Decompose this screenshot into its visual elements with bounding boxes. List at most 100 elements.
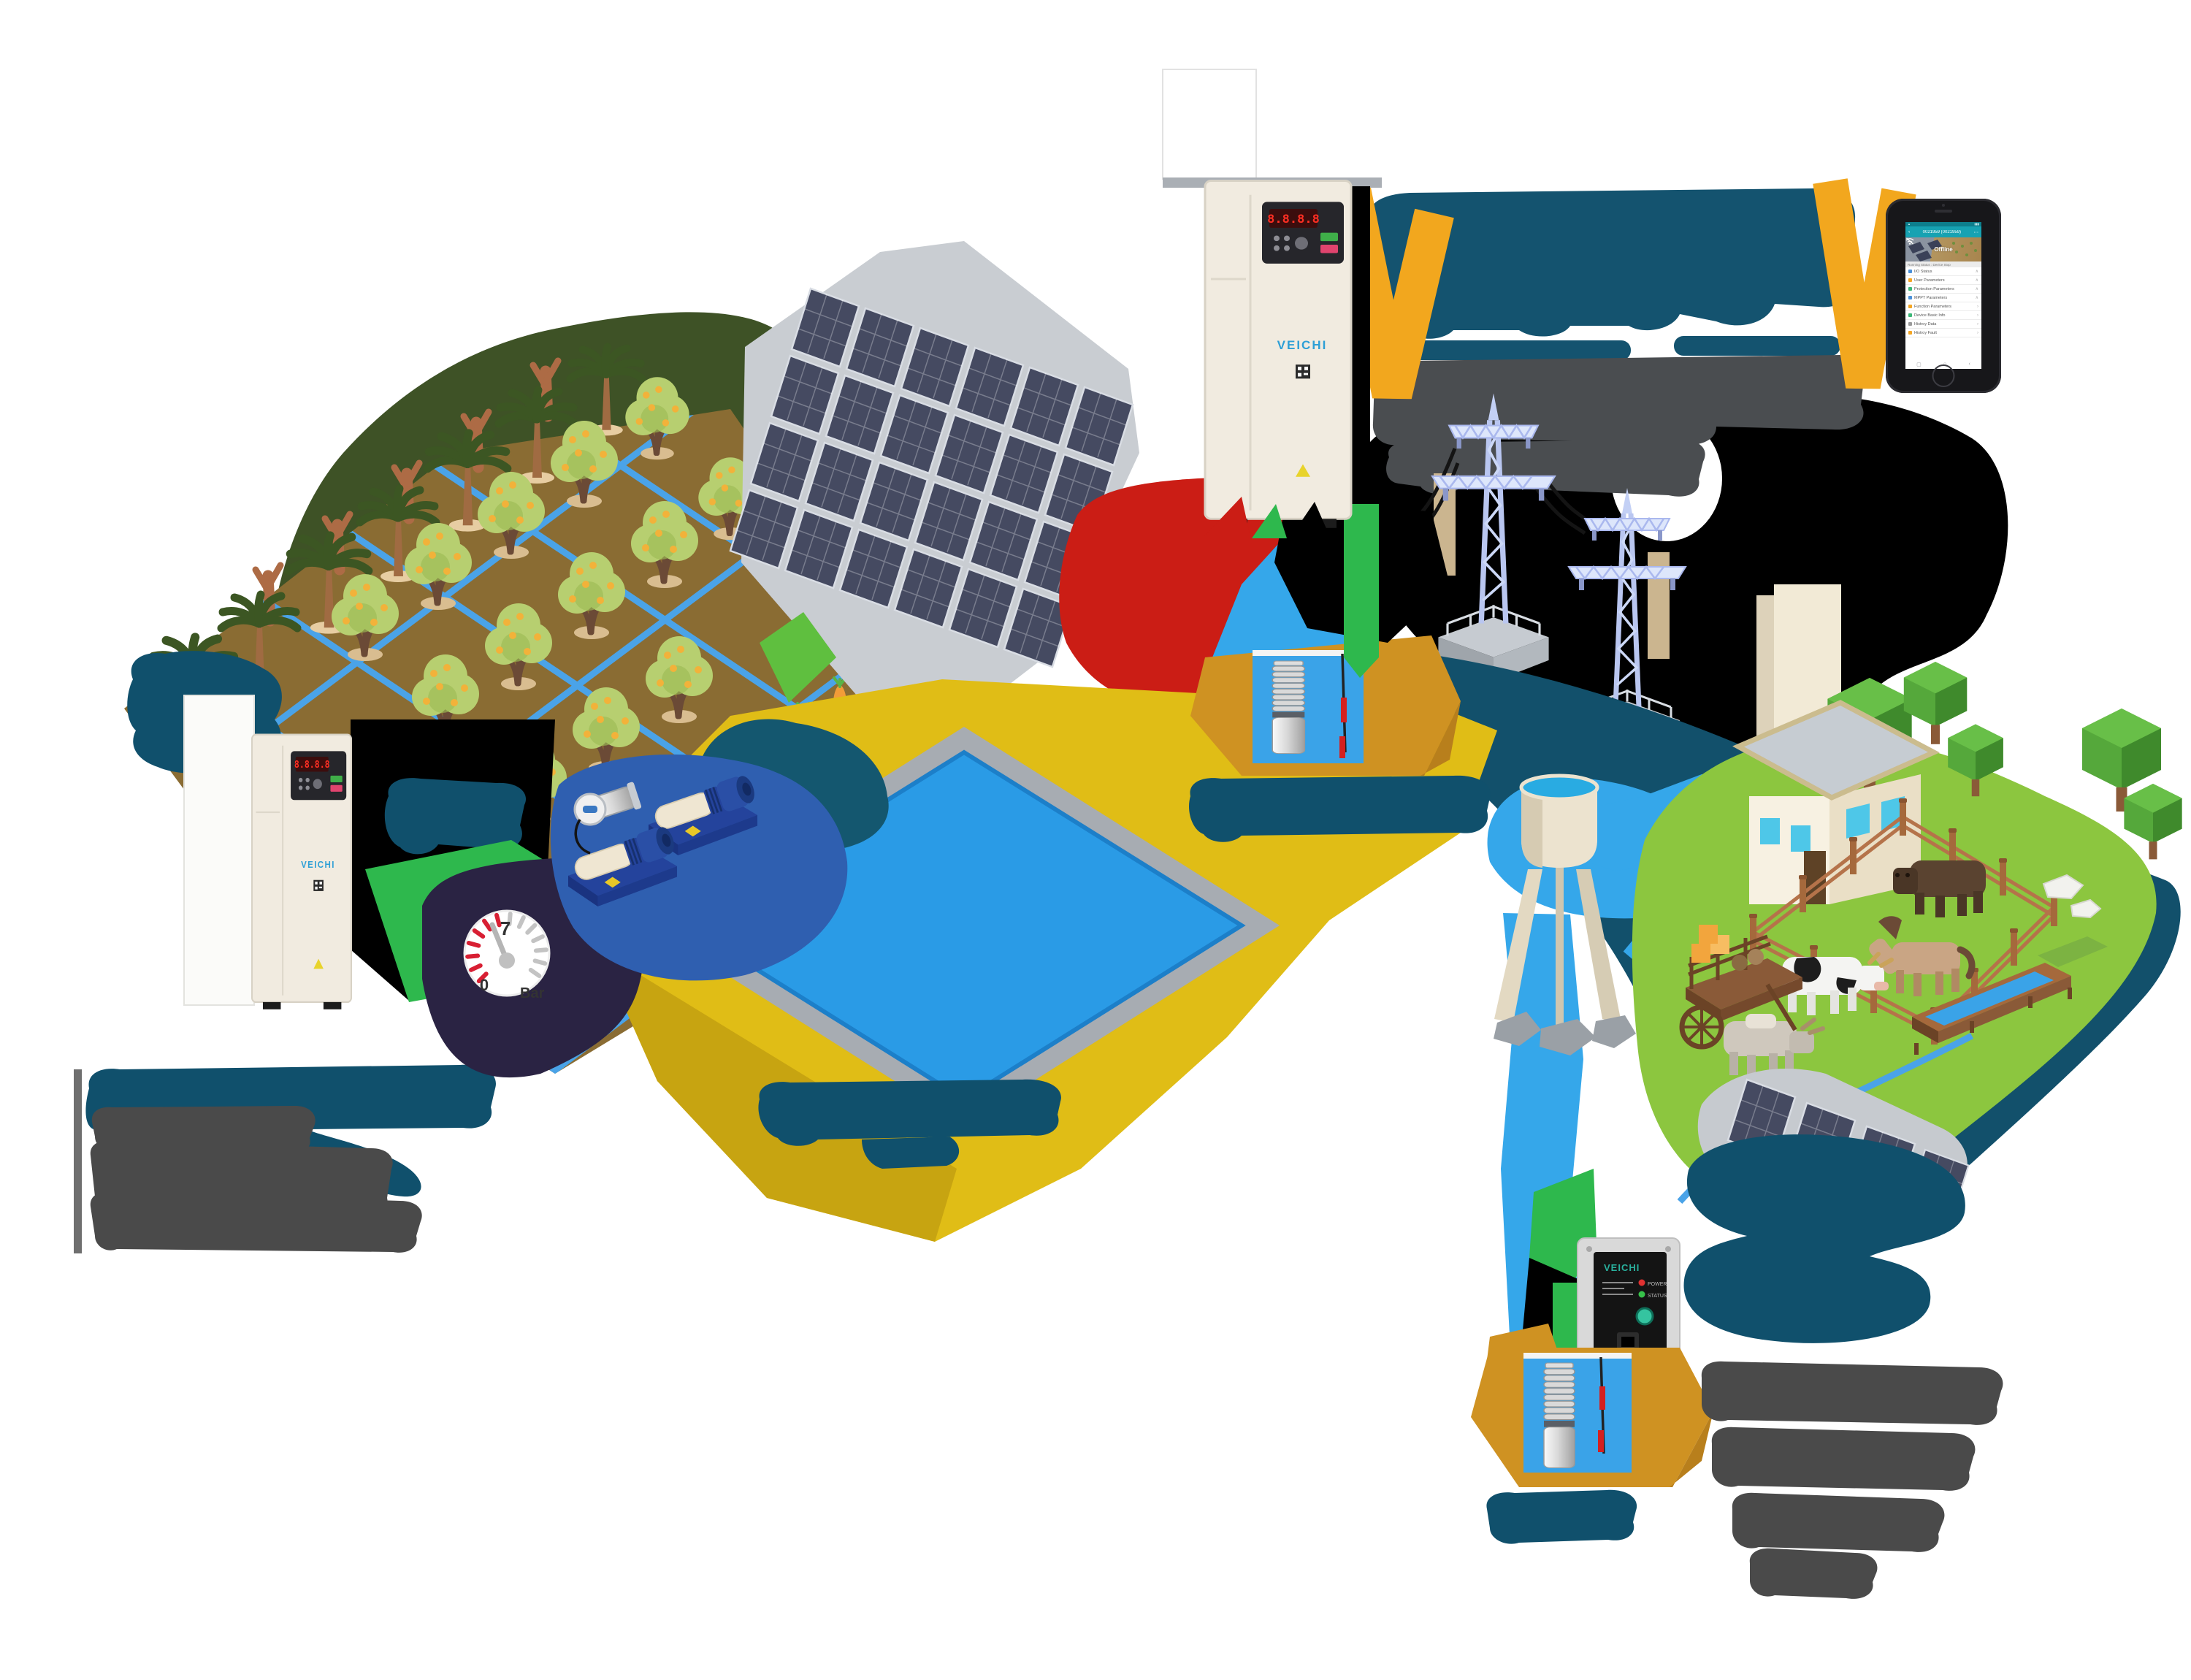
app-list-item[interactable]: MPPT Parameters ∧: [1905, 294, 1981, 302]
app-list-item[interactable]: Histroy Fault ›: [1905, 329, 1981, 337]
list-item-label: Histroy Fault: [1914, 330, 1937, 335]
main-inverter-group: [1162, 69, 1450, 678]
farm-house: [1732, 584, 2003, 904]
homestead-group: VEICHI POWER STATUS: [1471, 584, 2182, 1599]
app-list-item[interactable]: Function Parameters ›: [1905, 302, 1981, 311]
device-id-title: 0021959 (0021959): [1922, 229, 1962, 234]
list-item-label: Protection Parameters: [1914, 286, 1954, 291]
controller-logo: VEICHI: [1604, 1262, 1640, 1273]
well-1: [1190, 635, 1461, 776]
list-item-label: User Parameters: [1914, 278, 1945, 283]
subtitle-blob: [1674, 336, 1840, 356]
chevron-icon: ›: [1977, 304, 1978, 309]
home-button[interactable]: ○: [1943, 362, 1947, 367]
inverter-cabinet-main: [1204, 180, 1353, 530]
wall-slab: [1162, 69, 1257, 180]
cow: [1782, 952, 1894, 1015]
chevron-icon: ›: [1977, 330, 1978, 335]
power-led-label: POWER: [1648, 1282, 1667, 1287]
list-item-icon: [1908, 331, 1912, 335]
well-water: [1253, 654, 1364, 763]
controller-button: [1635, 1307, 1654, 1326]
well-soil-shade: [1420, 701, 1461, 776]
caption-blob-teal-bottomright: [1683, 1134, 1965, 1343]
headline-blob: [1366, 188, 1859, 339]
water-tower: [1494, 774, 1636, 1055]
grass-strip: [760, 612, 836, 703]
pump-set-group: [550, 754, 848, 981]
status-led-label: STATUS: [1648, 1294, 1667, 1299]
gauge-ticks-red: [465, 912, 502, 984]
chevron-icon: ∧: [1975, 295, 1978, 300]
hero-art: [1908, 240, 1977, 261]
running-status-bar: Running Status : Device Stop: [1905, 261, 1981, 267]
well-water: [1523, 1357, 1632, 1473]
cable-marker: [1598, 1430, 1604, 1452]
horse: [1869, 916, 1976, 996]
pressure-gauge: 7 0 Bar: [463, 909, 551, 1001]
device-photo: Offline: [1905, 237, 1981, 261]
list-item-icon: [1908, 287, 1912, 291]
green-arrow-blob: [1252, 504, 1287, 538]
gauge-max-label: 7: [500, 917, 511, 939]
list-item-icon: [1908, 313, 1912, 317]
list-item-icon: [1908, 305, 1912, 308]
cable-marker: [1599, 1386, 1605, 1410]
inverter-cabinet-left: [251, 733, 353, 1010]
caption-blob-under-well2: [1486, 1489, 1637, 1544]
earpiece-speaker: [1935, 210, 1952, 213]
gauge-min-label: 0: [480, 976, 489, 994]
red-arrow-blob: [1204, 497, 1250, 537]
list-item-label: Histroy Data: [1914, 321, 1937, 327]
recents-button[interactable]: ▢: [1916, 362, 1922, 367]
rocks: [2042, 874, 2102, 919]
phone-home-button[interactable]: [1932, 364, 1955, 387]
app-list-item[interactable]: Device Basic Info ›: [1905, 311, 1981, 320]
list-item-label: Device Basic Info: [1914, 313, 1946, 318]
back-icon[interactable]: ‹: [1908, 229, 1911, 234]
android-nav-bar: ▢ ○ ‹: [1905, 362, 1981, 367]
app-list-item[interactable]: Histroy Data ›: [1905, 320, 1981, 329]
status-led: [1638, 1291, 1645, 1298]
list-item-label: MPPT Parameters: [1914, 295, 1948, 300]
caption-blob-under-well: [1189, 775, 1491, 842]
caption-rule: [74, 1069, 82, 1253]
subtitle-blob: [1383, 340, 1631, 360]
green-cable: [1344, 504, 1379, 678]
list-item-icon: [1908, 296, 1912, 299]
hay-cart: [1679, 925, 1802, 1050]
app-list-item[interactable]: User Parameters ∧: [1905, 276, 1981, 285]
left-caption-block: [74, 1064, 496, 1253]
well-2: [1471, 1348, 1713, 1487]
list-item-icon: [1908, 270, 1912, 273]
front-camera: [1942, 204, 1945, 207]
solar-array-group: [729, 241, 1139, 730]
cable-marker: [1341, 698, 1347, 722]
list-item-label: I/O Status: [1914, 269, 1932, 274]
more-menu-icon[interactable]: ⋯: [1973, 229, 1979, 235]
cable-marker: [1339, 736, 1345, 758]
ox: [1724, 1014, 1825, 1078]
power-led: [1638, 1279, 1645, 1286]
app-screen: ▲▮▮▮ ‹ 0021959 (0021959) ⋯ Offline: [1905, 222, 1981, 369]
chevron-icon: ∧: [1975, 278, 1978, 283]
caption-blob-gray-bottomright: [1701, 1361, 2003, 1599]
water-trough: [1912, 936, 2108, 1055]
gauge-ticks-gray: [507, 912, 548, 978]
caption-blob-gray: [90, 1106, 422, 1253]
app-list-item[interactable]: I/O Status ∧: [1905, 267, 1981, 276]
gauge-unit-label: Bar: [520, 985, 545, 1001]
chevron-icon: ›: [1977, 313, 1978, 318]
caption-blob-teal-small: [384, 778, 527, 855]
cattle-pen: [1677, 798, 2108, 1204]
well-casing: [1523, 1353, 1632, 1359]
tree: [1903, 662, 1968, 744]
nav-back-button[interactable]: ‹: [1968, 362, 1970, 367]
rocks: [1494, 1012, 1636, 1055]
phone-status-bar: ▲▮▮▮: [1905, 222, 1981, 226]
app-header: ‹ 0021959 (0021959) ⋯: [1905, 226, 1981, 237]
app-list-item[interactable]: Protection Parameters ∧: [1905, 285, 1981, 294]
chevron-icon: ›: [1977, 321, 1978, 327]
